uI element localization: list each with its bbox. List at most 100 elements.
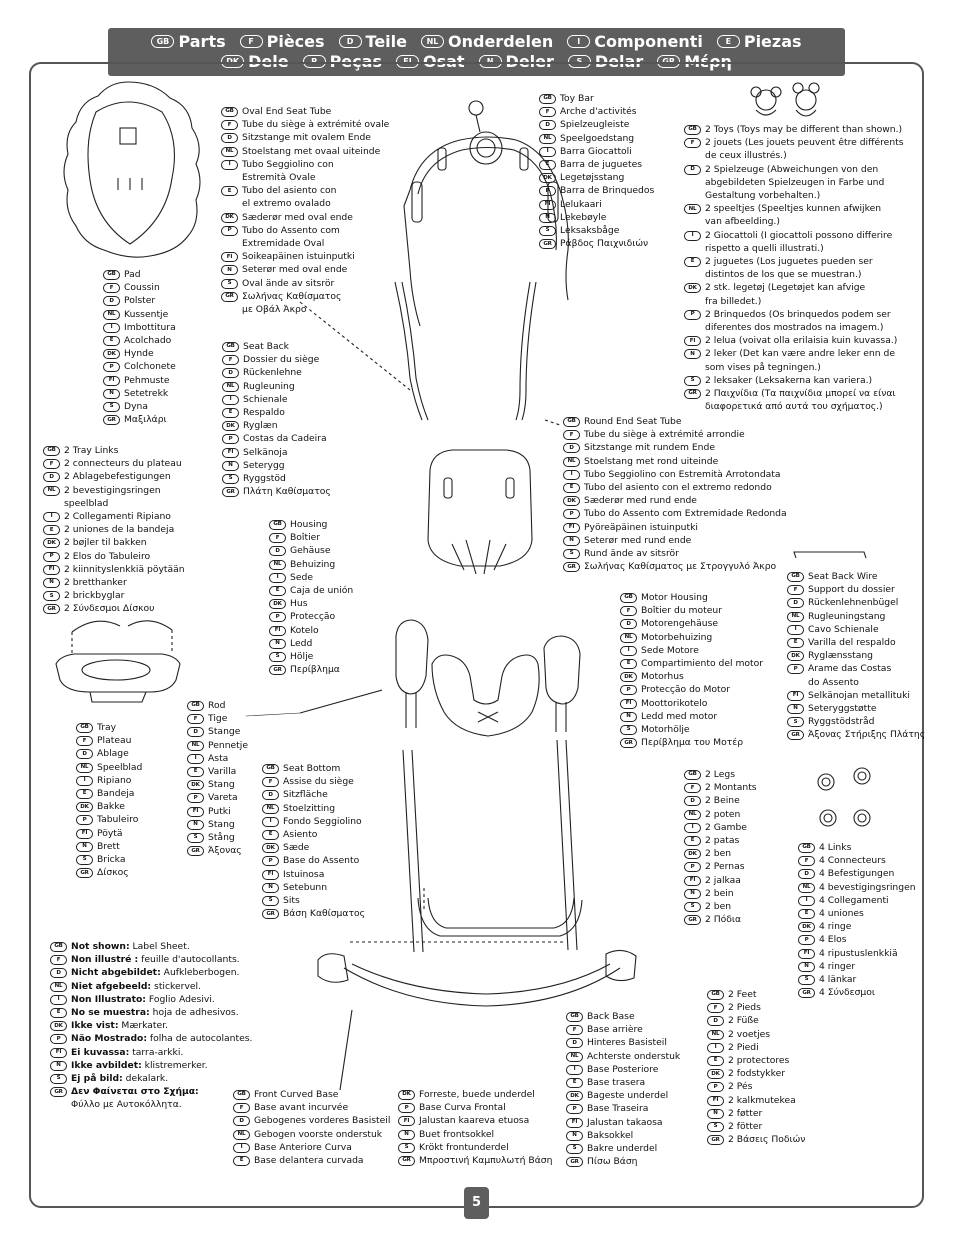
- label-text: 2 Ablagebefestigungen: [64, 471, 171, 483]
- language-code-badge: D: [76, 749, 93, 760]
- label-text: Sitzstange mit ovalem Ende: [242, 132, 371, 144]
- label-text: Motorhus: [641, 671, 684, 683]
- label-text: Setebunn: [283, 881, 328, 893]
- label-text: Tubo Seggiolino con Estremità Arrotondat…: [584, 468, 781, 480]
- label-text: 4 bevestigingsringen: [819, 881, 916, 893]
- language-code-badge: S: [76, 855, 93, 866]
- label-text: Άξονας: [208, 845, 242, 857]
- label-text: Varilla del respaldo: [808, 637, 896, 649]
- language-code-badge: S: [50, 1074, 67, 1085]
- label-text: Protecção: [290, 611, 336, 623]
- label-text: el extremo ovalado: [242, 198, 331, 210]
- language-code-badge: DK: [707, 1069, 724, 1080]
- language-code-badge: DK: [187, 780, 204, 791]
- label-text: Seterygg: [243, 459, 285, 471]
- language-code-badge: GR: [787, 730, 804, 741]
- language-code-badge: FI: [684, 336, 701, 347]
- language-code-badge: F: [798, 856, 815, 867]
- language-code-badge: D: [269, 546, 286, 557]
- language-code-badge: P: [707, 1082, 724, 1093]
- label-text: 2 Spielzeuge (Abweichungen von den: [705, 163, 879, 175]
- language-code-badge: S: [187, 833, 204, 844]
- language-code-badge: P: [563, 509, 580, 520]
- language-code-badge: P: [539, 186, 556, 197]
- language-code-badge: N: [43, 578, 60, 589]
- label-text: Rückenlehne: [243, 367, 302, 379]
- label-text: Protecção do Motor: [641, 684, 731, 696]
- language-code-badge: E: [262, 830, 279, 841]
- label-text: stickervel.: [151, 980, 202, 992]
- label-text: 4 Collegamenti: [819, 894, 889, 906]
- language-code-badge: P: [302, 55, 326, 68]
- seat-back-drawing: [427, 449, 533, 575]
- language-code-badge: N: [262, 882, 279, 893]
- language-code-badge: FI: [269, 625, 286, 636]
- label-text: Σωλήνας Καθίσματος: [242, 290, 342, 302]
- label-text: 2 jalkaa: [705, 874, 741, 886]
- label-text: Estremità Ovale: [242, 172, 316, 184]
- label-text: Varilla: [208, 766, 237, 778]
- language-code-badge: E: [787, 638, 804, 649]
- language-code-badge: E: [798, 909, 815, 920]
- label-text: Istuinosa: [283, 868, 325, 880]
- label-heading: Niet afgebeeld:: [71, 980, 152, 992]
- language-code-badge: E: [716, 35, 740, 48]
- label-text: Rückenlehnenbügel: [808, 597, 899, 609]
- label-line: διαφορετικά από αυτά του σχήματος.): [684, 400, 904, 413]
- label-text: Speelgoedstang: [560, 132, 635, 144]
- label-text: Extremidade Oval: [242, 238, 325, 250]
- title-word: Dele: [248, 52, 289, 71]
- label-text: 2 Παιχνίδια (Τα παιχνίδια μπορεί να είνα…: [705, 388, 896, 400]
- language-code-badge: S: [103, 402, 120, 413]
- label-text: hoja de adhesivos.: [149, 1007, 239, 1019]
- language-code-badge: D: [684, 164, 701, 175]
- language-code-badge: D: [233, 1116, 250, 1127]
- label-text: 4 ripustuslenkkiä: [819, 947, 898, 959]
- language-code-badge: E: [707, 1056, 724, 1067]
- language-code-badge: GB: [187, 701, 204, 711]
- label-text: Caja de unión: [290, 585, 354, 597]
- label-text: diferentes dos mostrados na imagem.): [705, 322, 884, 334]
- label-text: 2 jouets (Les jouets peuvent être différ…: [705, 137, 904, 149]
- language-code-badge: I: [43, 512, 60, 523]
- language-code-badge: F: [684, 783, 701, 794]
- language-code-badge: E: [221, 186, 238, 197]
- language-code-badge: N: [539, 212, 556, 223]
- title-word: Delar: [594, 52, 644, 71]
- label-text: Hus: [290, 598, 308, 610]
